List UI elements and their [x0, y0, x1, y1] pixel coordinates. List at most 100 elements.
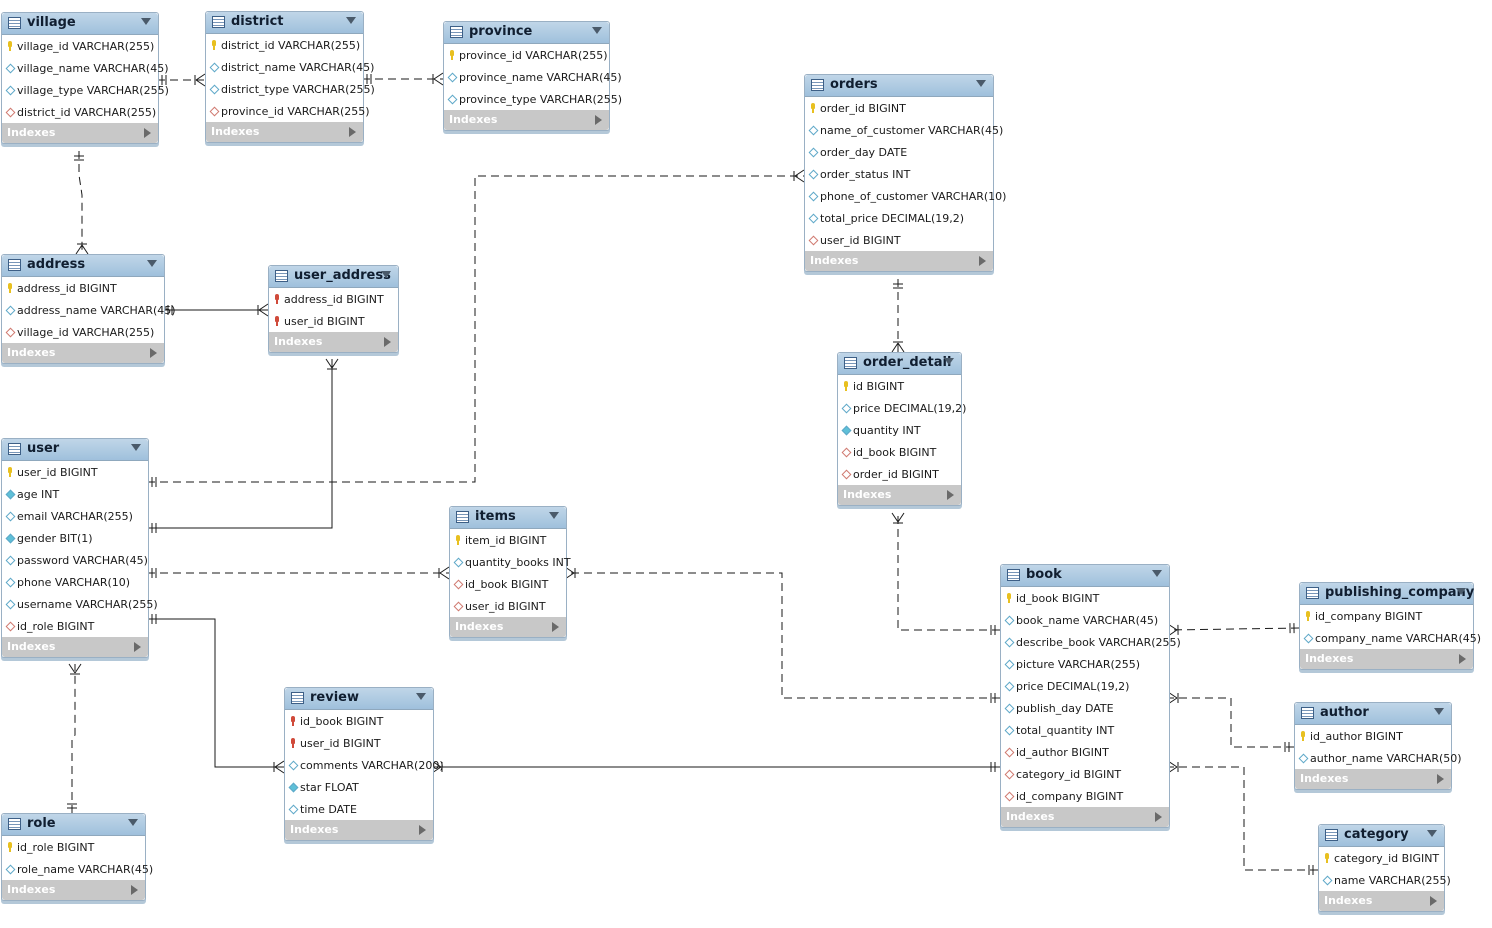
indexes-section[interactable]: Indexes — [1319, 891, 1444, 911]
expand-arrow-icon[interactable] — [947, 490, 954, 500]
expand-arrow-icon[interactable] — [595, 115, 602, 125]
relationship-author-book[interactable] — [1167, 691, 1294, 752]
column-row[interactable]: district_id VARCHAR(255) — [206, 34, 363, 56]
collapse-arrow-icon[interactable] — [1427, 830, 1437, 837]
column-row[interactable]: id_role BIGINT — [2, 615, 148, 637]
expand-arrow-icon[interactable] — [1155, 812, 1162, 822]
relationship-book-review[interactable] — [431, 760, 1000, 774]
column-row[interactable]: category_id BIGINT — [1319, 847, 1444, 869]
indexes-section[interactable]: Indexes — [444, 110, 609, 130]
relationship-address-user-address[interactable] — [163, 303, 269, 317]
column-row[interactable]: village_id VARCHAR(255) — [2, 35, 158, 57]
indexes-section[interactable]: Indexes — [269, 332, 398, 352]
column-row[interactable]: id_book BIGINT — [1001, 587, 1169, 609]
indexes-section[interactable]: Indexes — [1295, 769, 1451, 789]
entity-header[interactable]: book — [1001, 565, 1169, 587]
entity-header[interactable]: district — [206, 12, 363, 34]
column-row[interactable]: user_id BIGINT — [2, 461, 148, 483]
column-row[interactable]: address_name VARCHAR(45) — [2, 299, 176, 321]
column-row[interactable]: id_book BIGINT — [450, 573, 566, 595]
column-row[interactable]: email VARCHAR(255) — [2, 505, 148, 527]
column-row[interactable]: star FLOAT — [285, 776, 433, 798]
indexes-section[interactable]: Indexes — [1001, 807, 1169, 827]
column-row[interactable]: category_id BIGINT — [1001, 763, 1169, 785]
relationship-role-user[interactable] — [67, 663, 82, 813]
indexes-section[interactable]: Indexes — [838, 485, 961, 505]
indexes-section[interactable]: Indexes — [2, 343, 164, 363]
column-row[interactable]: order_id BIGINT — [838, 463, 961, 485]
entity-header[interactable]: publishing_company — [1300, 583, 1474, 605]
column-row[interactable]: district_type VARCHAR(255) — [206, 78, 375, 100]
column-row[interactable]: price DECIMAL(19,2) — [838, 397, 966, 419]
entity-header[interactable]: review — [285, 688, 433, 710]
relationship-user-review[interactable] — [147, 614, 285, 774]
expand-arrow-icon[interactable] — [979, 256, 986, 266]
entity-header[interactable]: user — [2, 439, 148, 461]
entity-header[interactable]: order_detail — [838, 353, 961, 375]
collapse-arrow-icon[interactable] — [549, 512, 559, 519]
entity-header[interactable]: user_address — [269, 266, 398, 288]
entity-header[interactable]: province — [444, 22, 609, 44]
column-row[interactable]: id_company BIGINT — [1300, 605, 1473, 627]
column-row[interactable]: picture VARCHAR(255) — [1001, 653, 1169, 675]
entity-header[interactable]: village — [2, 13, 158, 35]
column-row[interactable]: id_book BIGINT — [838, 441, 961, 463]
collapse-arrow-icon[interactable] — [147, 260, 157, 267]
column-row[interactable]: describe_book VARCHAR(255) — [1001, 631, 1181, 653]
expand-arrow-icon[interactable] — [349, 127, 356, 137]
expand-arrow-icon[interactable] — [384, 337, 391, 347]
column-row[interactable]: price DECIMAL(19,2) — [1001, 675, 1169, 697]
column-row[interactable]: gender BIT(1) — [2, 527, 148, 549]
column-row[interactable]: district_name VARCHAR(45) — [206, 56, 374, 78]
expand-arrow-icon[interactable] — [150, 348, 157, 358]
column-row[interactable]: item_id BIGINT — [450, 529, 566, 551]
column-row[interactable]: quantity_books INT — [450, 551, 571, 573]
indexes-section[interactable]: Indexes — [805, 251, 993, 271]
column-row[interactable]: village_type VARCHAR(255) — [2, 79, 169, 101]
expand-arrow-icon[interactable] — [1459, 654, 1466, 664]
column-row[interactable]: order_day DATE — [805, 141, 993, 163]
expand-arrow-icon[interactable] — [1430, 896, 1437, 906]
collapse-arrow-icon[interactable] — [1152, 570, 1162, 577]
column-row[interactable]: province_type VARCHAR(255) — [444, 88, 622, 110]
column-row[interactable]: role_name VARCHAR(45) — [2, 858, 153, 880]
column-row[interactable]: village_name VARCHAR(45) — [2, 57, 169, 79]
column-row[interactable]: id_book BIGINT — [285, 710, 433, 732]
expand-arrow-icon[interactable] — [134, 642, 141, 652]
column-row[interactable]: name VARCHAR(255) — [1319, 869, 1451, 891]
entity-header[interactable]: category — [1319, 825, 1444, 847]
relationship-user-items[interactable] — [147, 566, 450, 580]
entity-header[interactable]: role — [2, 814, 145, 836]
column-row[interactable]: order_status INT — [805, 163, 993, 185]
collapse-arrow-icon[interactable] — [346, 17, 356, 24]
column-row[interactable]: district_id VARCHAR(255) — [2, 101, 158, 123]
relationship-district-village[interactable] — [157, 73, 206, 87]
column-row[interactable]: age INT — [2, 483, 148, 505]
relationship-province-district[interactable] — [362, 72, 444, 86]
collapse-arrow-icon[interactable] — [416, 693, 426, 700]
column-row[interactable]: total_quantity INT — [1001, 719, 1169, 741]
expand-arrow-icon[interactable] — [144, 128, 151, 138]
relationship-book-items[interactable] — [564, 566, 1000, 703]
column-row[interactable]: author_name VARCHAR(50) — [1295, 747, 1462, 769]
collapse-arrow-icon[interactable] — [381, 271, 391, 278]
relationship-village-address[interactable] — [74, 151, 89, 255]
column-row[interactable]: id_role BIGINT — [2, 836, 145, 858]
entity-header[interactable]: orders — [805, 75, 993, 97]
column-row[interactable]: company_name VARCHAR(45) — [1300, 627, 1481, 649]
column-row[interactable]: province_id VARCHAR(255) — [444, 44, 609, 66]
collapse-arrow-icon[interactable] — [128, 819, 138, 826]
column-row[interactable]: id_author BIGINT — [1295, 725, 1451, 747]
column-row[interactable]: province_name VARCHAR(45) — [444, 66, 622, 88]
collapse-arrow-icon[interactable] — [131, 444, 141, 451]
relationship-publishing-company-book[interactable] — [1167, 623, 1300, 637]
relationship-orders-order-detail[interactable] — [891, 279, 905, 353]
